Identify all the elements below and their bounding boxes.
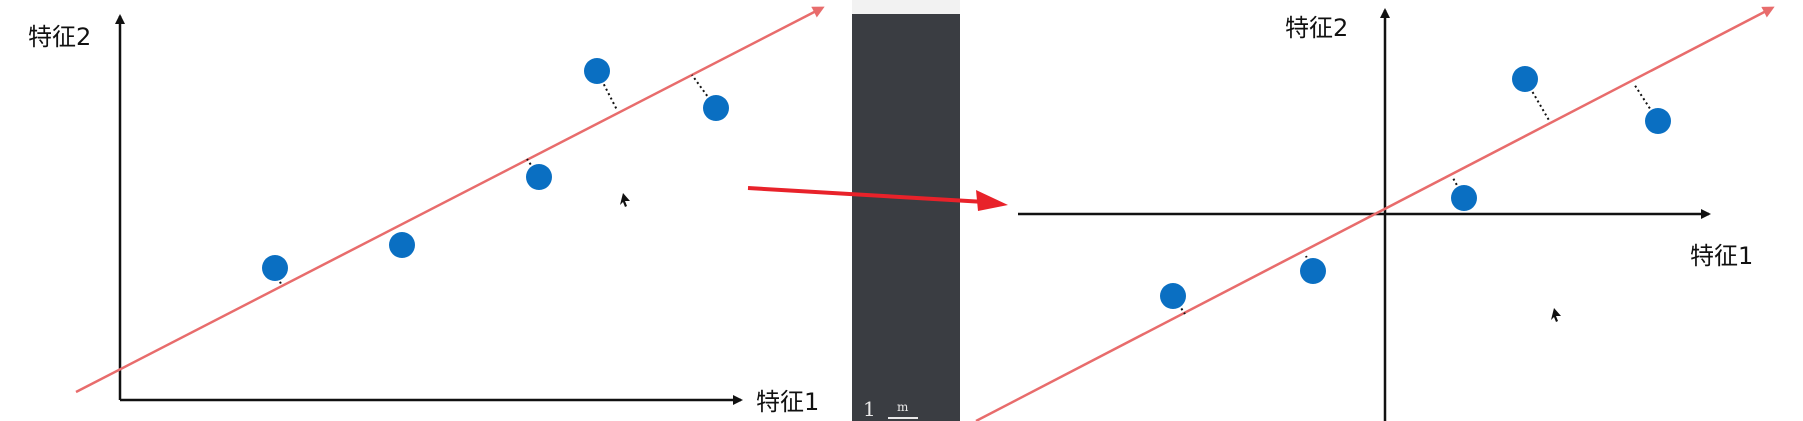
right-data-point-4 (1512, 66, 1538, 92)
right-y-axis-label: 特征2 (1285, 14, 1348, 42)
transform-arrow-line (747, 186, 986, 204)
right-data-point-3 (1451, 185, 1477, 211)
right-residual-5 (1633, 83, 1659, 122)
middle-panel-top-band (852, 0, 960, 14)
right-x-axis-label: 特征1 (1690, 242, 1753, 270)
left-data-point-1 (262, 255, 288, 281)
left-panel: 特征2 特征1 (28, 6, 825, 416)
left-residual-1 (596, 70, 618, 111)
cursor-icon (620, 193, 630, 207)
middle-panel (852, 0, 960, 421)
right-data-point-2 (1300, 258, 1326, 284)
right-residual-4 (1524, 78, 1551, 123)
left-data-point-5 (703, 95, 729, 121)
right-data-point-1 (1160, 283, 1186, 309)
right-panel: 特征2 特征1 (975, 6, 1775, 421)
right-fit-line (975, 6, 1775, 421)
formula-fragment-m: m (897, 400, 909, 414)
left-x-axis-label: 特征1 (756, 388, 819, 416)
left-data-point-4 (584, 58, 610, 84)
left-data-point-3 (526, 164, 552, 190)
left-y-axis-label: 特征2 (28, 23, 91, 51)
middle-strip: 1 m (852, 0, 960, 421)
cursor-icon-right (1551, 308, 1561, 322)
transform-arrow (747, 186, 1008, 211)
right-data-point-5 (1645, 108, 1671, 134)
left-fit-line (75, 6, 825, 394)
formula-fragment-one: 1 (863, 397, 876, 421)
arrow-head-icon (976, 190, 1008, 211)
left-data-point-2 (389, 232, 415, 258)
